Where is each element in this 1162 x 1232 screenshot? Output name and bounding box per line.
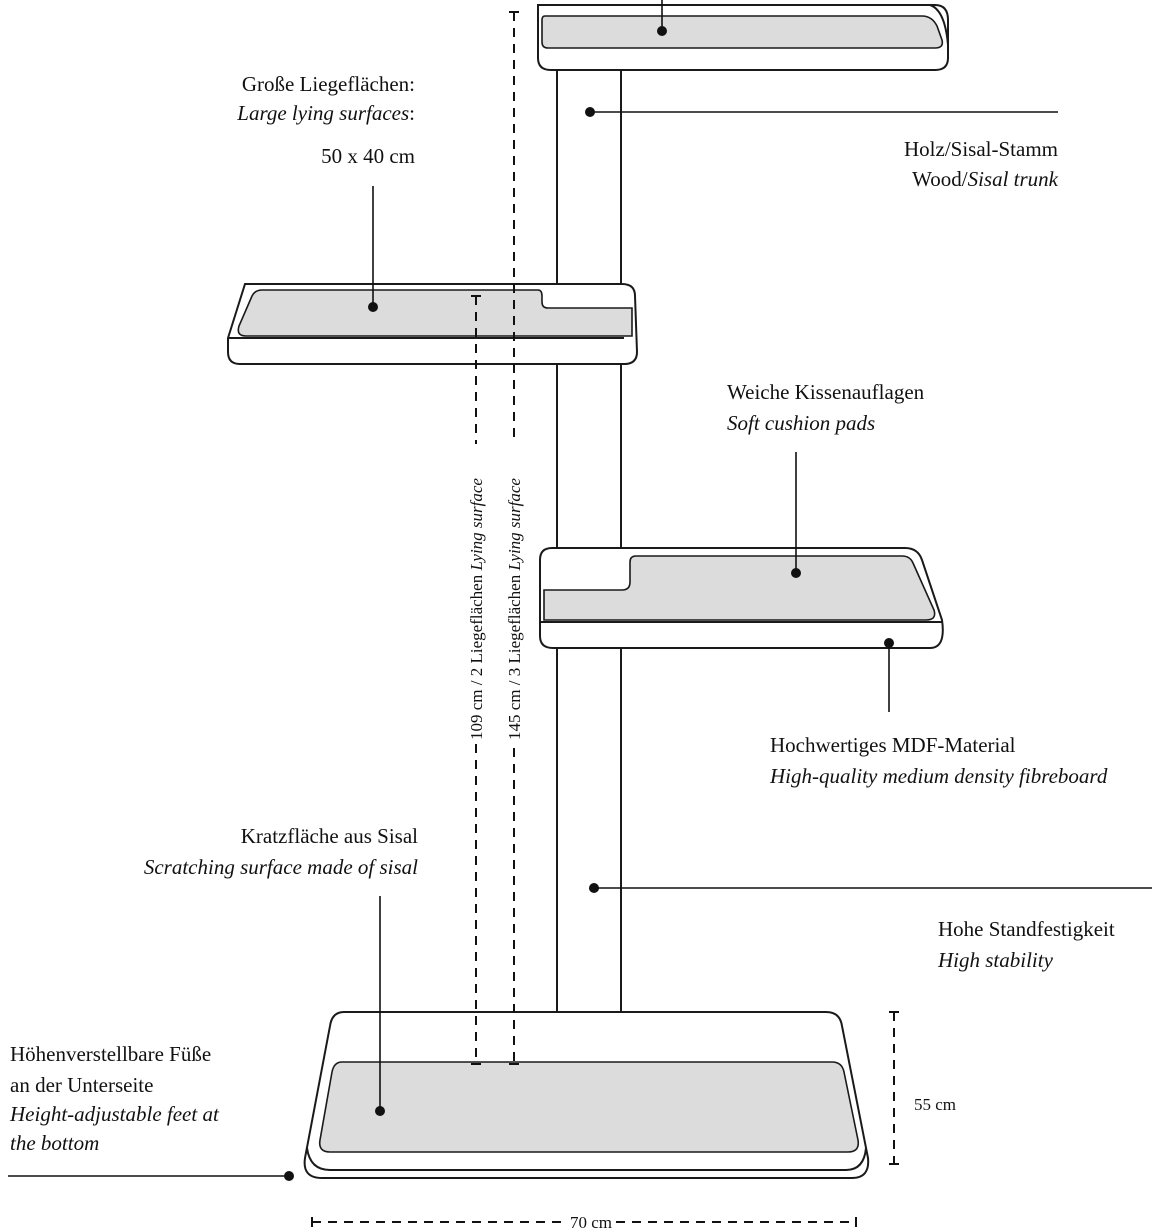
trunk-label-en: Sisal trunk	[968, 167, 1059, 191]
callout-mdf	[884, 638, 894, 712]
svg-text:109 cm / 2 Liegeflächen Lying: 109 cm / 2 Liegeflächen Lying surface	[467, 478, 486, 740]
trunk-bottom-segment	[556, 639, 622, 1069]
mdf-label-de: Hochwertiges MDF-Material	[770, 733, 1016, 757]
callout-trunk	[585, 107, 1058, 117]
depth-label: 55 cm	[914, 1095, 956, 1114]
cushion-label-en: Soft cushion pads	[727, 411, 875, 435]
height-109-italic: Lying surface	[467, 478, 486, 572]
mdf-label-en: High-quality medium density fibreboard	[769, 764, 1108, 788]
lying-surface-size: 50 x 40 cm	[321, 144, 415, 168]
width-label: 70 cm	[570, 1213, 612, 1232]
height-label-145cm: 145 cm / 3 Liegeflächen Lying surface	[504, 444, 526, 744]
callout-right-pad	[791, 452, 801, 578]
dimension-line-55cm	[889, 1011, 899, 1165]
stability-label-en: High stability	[937, 948, 1054, 972]
feet-label-en-2: the bottom	[10, 1131, 99, 1155]
left-shelf	[227, 283, 639, 365]
callout-feet	[8, 1171, 294, 1181]
trunk-middle-segment	[556, 359, 622, 573]
feet-label-de-2: an der Unterseite	[10, 1073, 153, 1097]
cushion-label-de: Weiche Kissenauflagen	[727, 380, 925, 404]
sisal-label-de: Kratzfläche aus Sisal	[241, 824, 418, 848]
height-label-109cm: 109 cm / 2 Liegeflächen Lying surface	[466, 444, 488, 744]
trunk-label-en-prefix: Wood/	[912, 167, 968, 191]
height-145-italic: Lying surface	[505, 478, 524, 572]
callout-base-pad	[375, 896, 385, 1116]
lying-surface-label-en: Large lying surfaces	[236, 101, 409, 125]
trunk-label-en-line: Wood/Sisal trunk	[912, 167, 1059, 191]
top-shelf	[537, 4, 949, 71]
right-shelf	[539, 547, 944, 649]
height-145-text: 145 cm / 3 Liegeflächen	[505, 571, 524, 740]
stability-label-de: Hohe Standfestigkeit	[938, 917, 1115, 941]
sisal-label-en: Scratching surface made of sisal	[144, 855, 418, 879]
base-plate	[303, 1011, 870, 1179]
feet-label-en-1: Height-adjustable feet at	[9, 1102, 220, 1126]
height-109-text: 109 cm / 2 Liegeflächen	[467, 571, 486, 740]
callout-left-pad	[368, 186, 378, 312]
feet-label-de-1: Höhenverstellbare Füße	[10, 1042, 211, 1066]
trunk-top-segment	[556, 59, 622, 303]
lying-surface-label-colon: :	[409, 101, 415, 125]
svg-text:145 cm / 3 Liegeflächen Lying: 145 cm / 3 Liegeflächen Lying surface	[505, 478, 524, 740]
lying-surface-label-en-line: Large lying surfaces:	[236, 101, 415, 125]
dimension-line-145cm	[509, 11, 519, 1065]
trunk-label-de: Holz/Sisal-Stamm	[904, 137, 1058, 161]
callout-stability	[589, 883, 1152, 893]
callout-top-pad	[657, 0, 667, 36]
lying-surface-label-de: Große Liegeflächen:	[242, 72, 415, 96]
